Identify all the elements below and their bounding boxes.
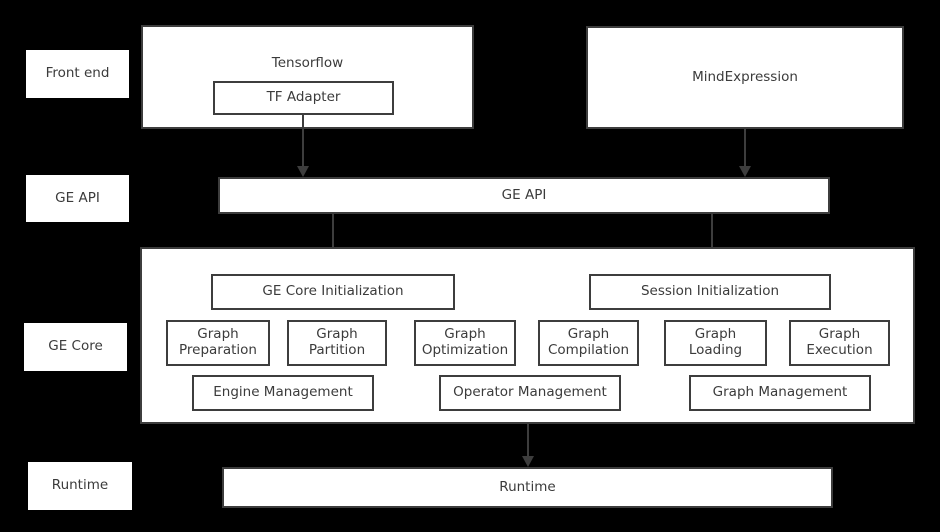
module-label-line2: Execution xyxy=(806,342,873,358)
layer-label-front-end: Front end xyxy=(26,50,129,98)
module-label-line2: Preparation xyxy=(179,342,257,358)
runtime-bar[interactable]: Runtime xyxy=(222,467,833,508)
arrow-shaft xyxy=(711,214,713,263)
arrow-head xyxy=(739,166,751,177)
tf-adapter-label: TF Adapter xyxy=(266,89,341,106)
ge-core-initialization-label: GE Core Initialization xyxy=(262,283,404,300)
manager-operator-management[interactable]: Operator Management xyxy=(439,375,621,411)
manager-label: Engine Management xyxy=(213,384,353,401)
module-graph-execution[interactable]: Graph Execution xyxy=(789,320,890,366)
arrow-head xyxy=(297,166,309,177)
module-graph-compilation[interactable]: Graph Compilation xyxy=(538,320,639,366)
layer-label-text: GE API xyxy=(55,189,100,206)
mindexpression-container[interactable]: MindExpression xyxy=(586,26,904,129)
ge-core-initialization-box[interactable]: GE Core Initialization xyxy=(211,274,455,310)
layer-label-text: Runtime xyxy=(51,477,109,494)
module-label-line1: Graph xyxy=(694,326,737,343)
module-label-line2: Compilation xyxy=(547,342,630,358)
module-graph-partition[interactable]: Graph Partition xyxy=(287,320,387,366)
module-label-line1: Graph xyxy=(818,326,861,343)
module-label-line1: Graph xyxy=(197,326,239,343)
ge-api-bar[interactable]: GE API xyxy=(218,177,830,214)
mindexpression-title: MindExpression xyxy=(692,68,798,85)
arrow-ge-core-to-runtime xyxy=(521,424,535,467)
arrow-shaft xyxy=(527,424,529,456)
arrow-shaft xyxy=(302,115,304,166)
layer-label-text: GE Core xyxy=(48,338,103,355)
manager-label: Graph Management xyxy=(712,384,848,401)
layer-label-ge-api: GE API xyxy=(26,175,129,222)
session-initialization-box[interactable]: Session Initialization xyxy=(589,274,831,310)
arrow-shaft xyxy=(332,214,334,263)
tf-adapter-box[interactable]: TF Adapter xyxy=(213,81,394,115)
module-label-line1: Graph xyxy=(316,326,358,343)
session-initialization-label: Session Initialization xyxy=(640,283,780,300)
layer-label-runtime: Runtime xyxy=(28,462,132,510)
module-graph-optimization[interactable]: Graph Optimization xyxy=(414,320,516,366)
layer-label-text: Front end xyxy=(45,65,110,82)
module-label-line2: Loading xyxy=(688,342,743,358)
module-label-line2: Partition xyxy=(308,342,366,358)
module-graph-loading[interactable]: Graph Loading xyxy=(664,320,767,366)
layer-label-ge-core: GE Core xyxy=(24,323,127,371)
manager-engine-management[interactable]: Engine Management xyxy=(192,375,374,411)
manager-label: Operator Management xyxy=(453,384,607,401)
runtime-label: Runtime xyxy=(499,478,556,495)
manager-graph-management[interactable]: Graph Management xyxy=(689,375,871,411)
arrow-head xyxy=(522,456,534,467)
module-label-line1: Graph xyxy=(567,326,610,343)
arrow-shaft xyxy=(744,129,746,166)
arrow-tf-adapter-to-ge-api xyxy=(296,115,310,177)
module-label-line1: Graph xyxy=(444,326,486,343)
arrow-mindexpression-to-ge-api xyxy=(738,129,752,177)
module-graph-preparation[interactable]: Graph Preparation xyxy=(166,320,270,366)
tensorflow-title: Tensorflow xyxy=(271,55,344,71)
ge-api-label: GE API xyxy=(501,186,547,203)
module-label-line2: Optimization xyxy=(421,342,509,358)
